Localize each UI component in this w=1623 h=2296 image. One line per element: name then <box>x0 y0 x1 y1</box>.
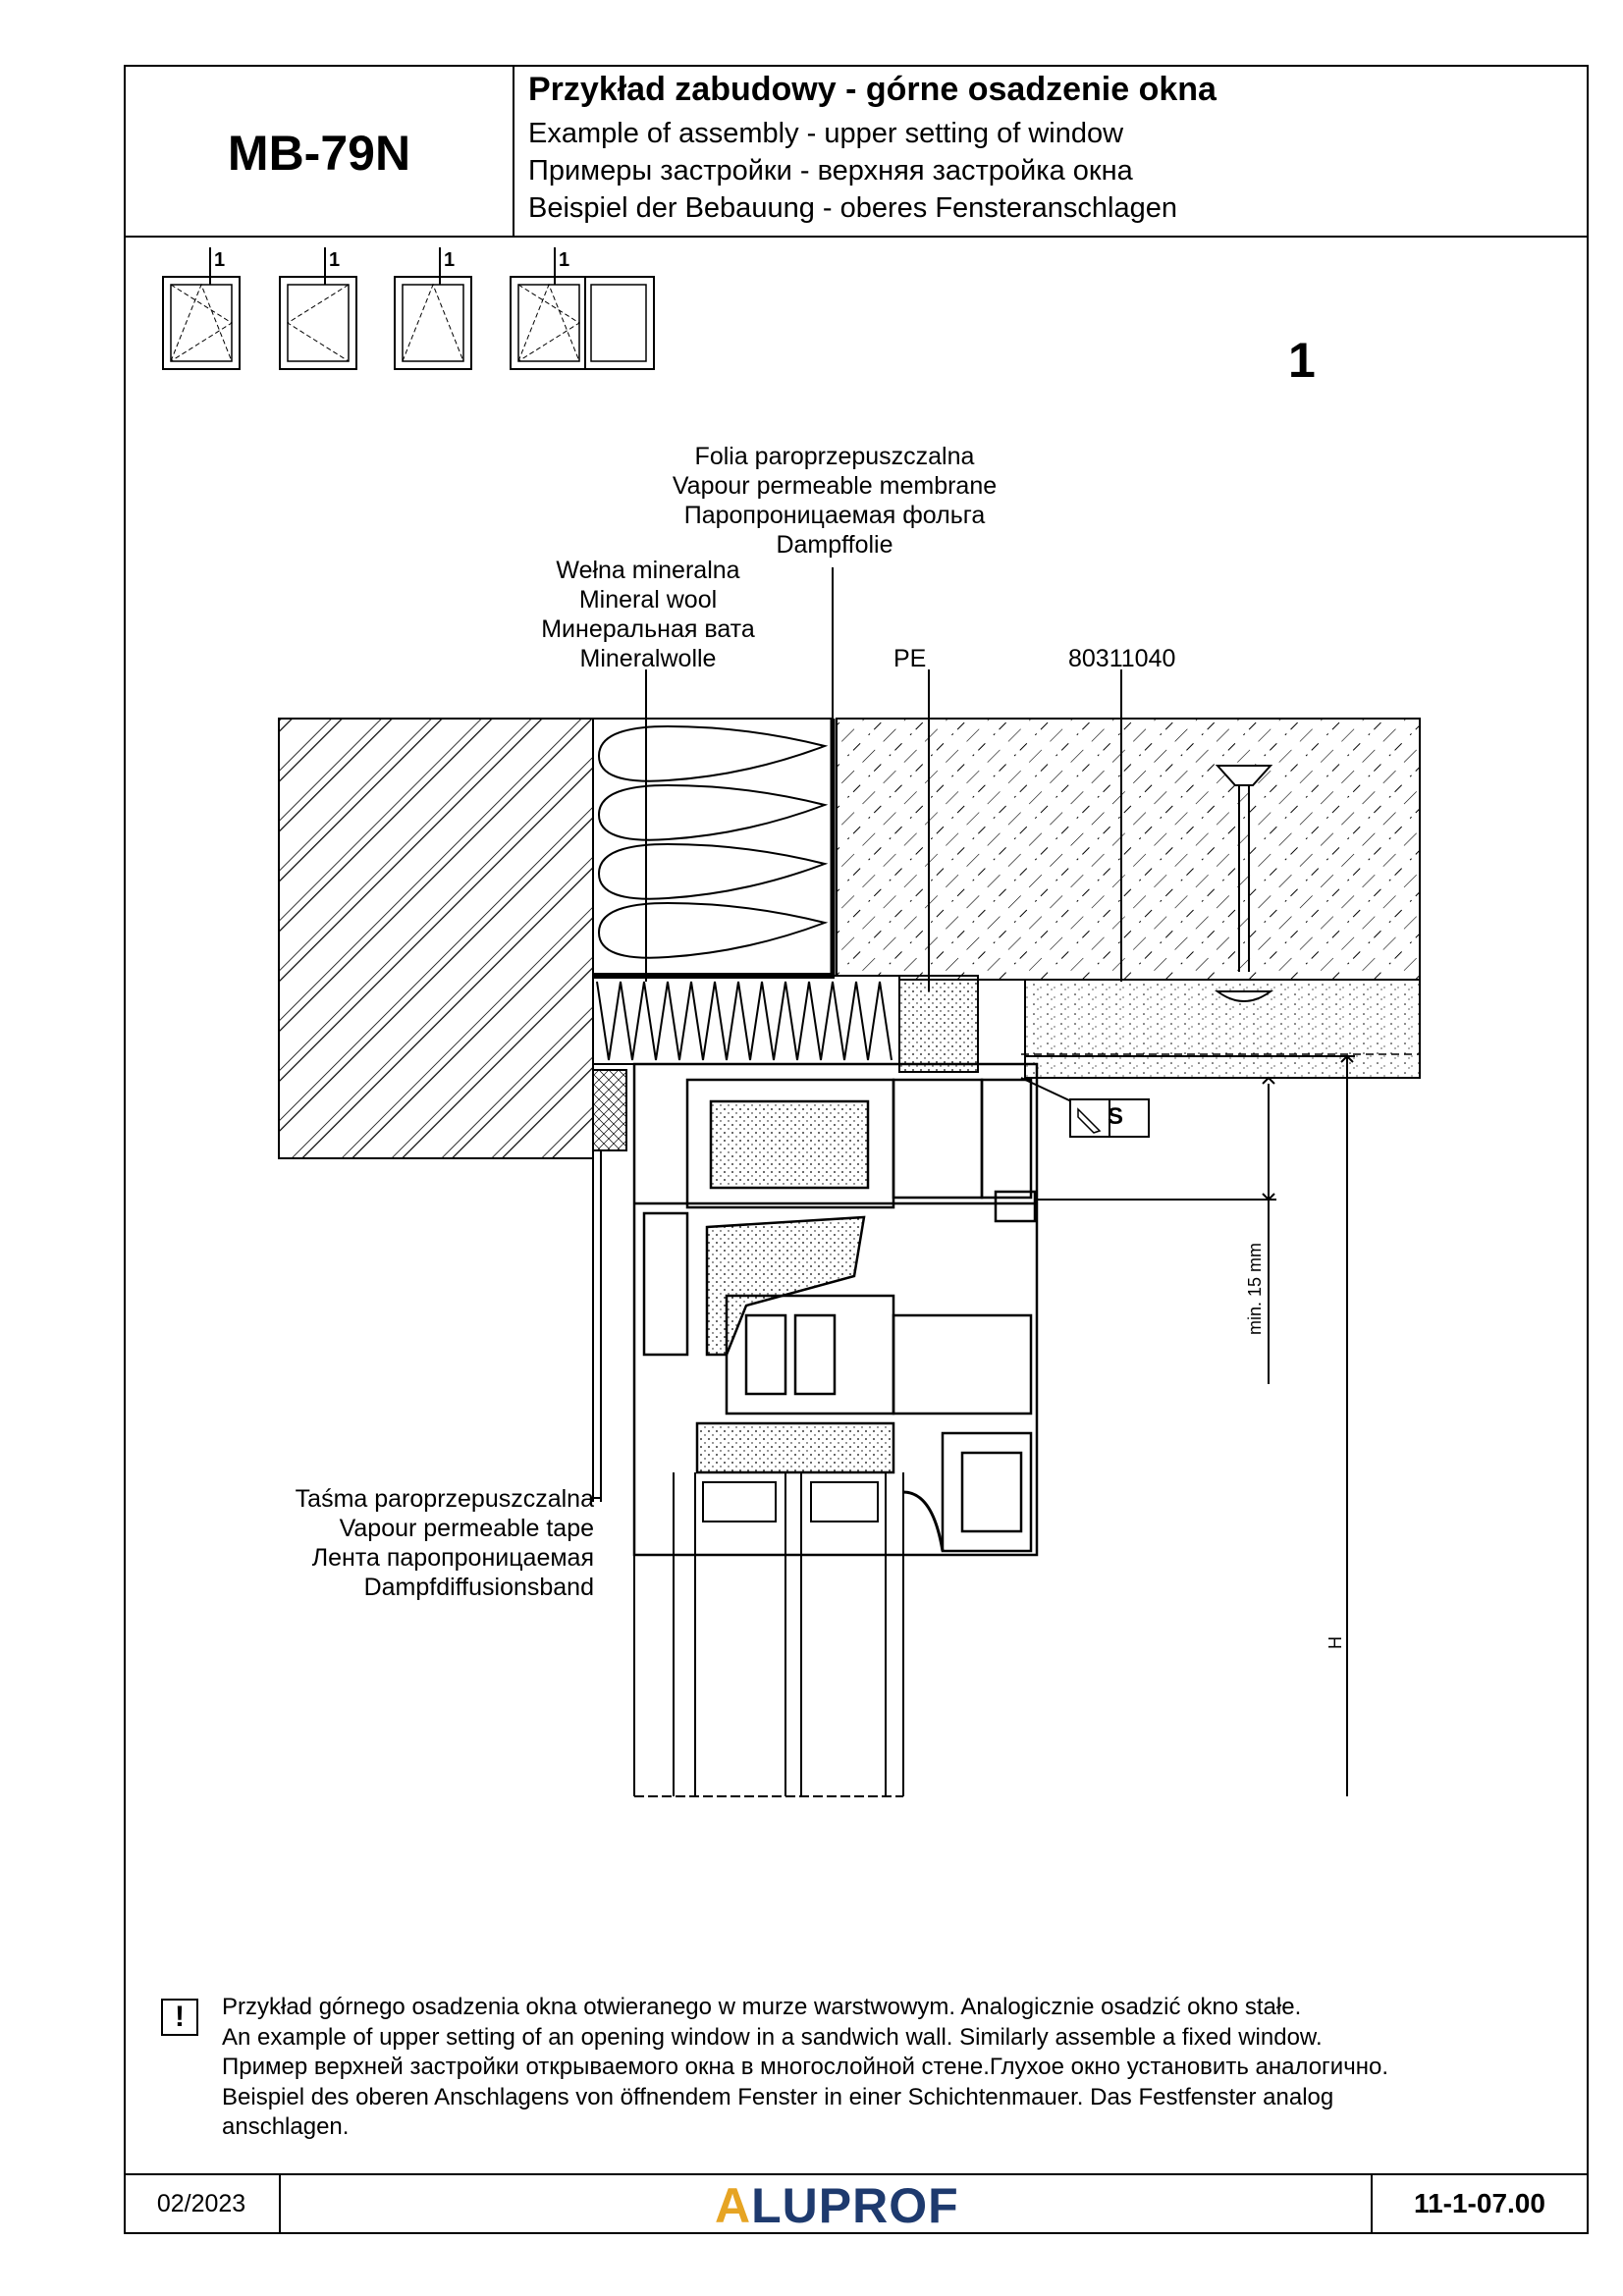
header-column-divider <box>513 65 514 236</box>
footer-code-divider <box>1371 2173 1373 2234</box>
drawing-code: 11-1-07.00 <box>1414 2188 1545 2218</box>
title-english: Example of assembly - upper setting of w… <box>528 118 1124 149</box>
title-polish: Przykład zabudowy - górne osadzenie okna <box>528 71 1217 108</box>
icon-number-2: 1 <box>329 249 341 271</box>
model-name: MB-79N <box>227 126 411 181</box>
dimension-h: H <box>1325 1636 1345 1649</box>
detail-number: 1 <box>1288 333 1316 388</box>
drawing-frame <box>124 65 1589 2234</box>
aluprof-logo: ALUPROF <box>715 2178 959 2233</box>
title-german: Beispiel der Bebauung - oberes Fensteran… <box>528 192 1177 224</box>
icon-number-1: 1 <box>214 249 226 271</box>
footer-date: 02/2023 <box>156 2189 246 2217</box>
label-profile-code: 80311040 <box>1068 645 1176 672</box>
label-mineral-wool: Wełna mineralna Mineral wool Минеральная… <box>541 557 755 672</box>
dimension-min-15: min. 15 mm <box>1245 1242 1265 1335</box>
icon-number-3: 1 <box>444 249 456 271</box>
label-pe: PE <box>893 645 927 672</box>
s-marker: S <box>1108 1103 1124 1130</box>
header-divider <box>124 236 1589 238</box>
footer-divider <box>124 2173 1589 2175</box>
warning-icon: ! <box>161 1999 198 2036</box>
icon-number-4: 1 <box>559 249 570 271</box>
label-vapour-membrane: Folia paroprzepuszczalna Vapour permeabl… <box>672 443 998 559</box>
footer-date-divider <box>279 2173 281 2234</box>
note-text: Przykład górnego osadzenia okna otwieran… <box>222 1994 1388 2140</box>
title-russian: Примеры застройки - верхняя застройка ок… <box>528 155 1133 187</box>
label-vapour-tape: Taśma paroprzepuszczalna Vapour permeabl… <box>295 1485 594 1601</box>
